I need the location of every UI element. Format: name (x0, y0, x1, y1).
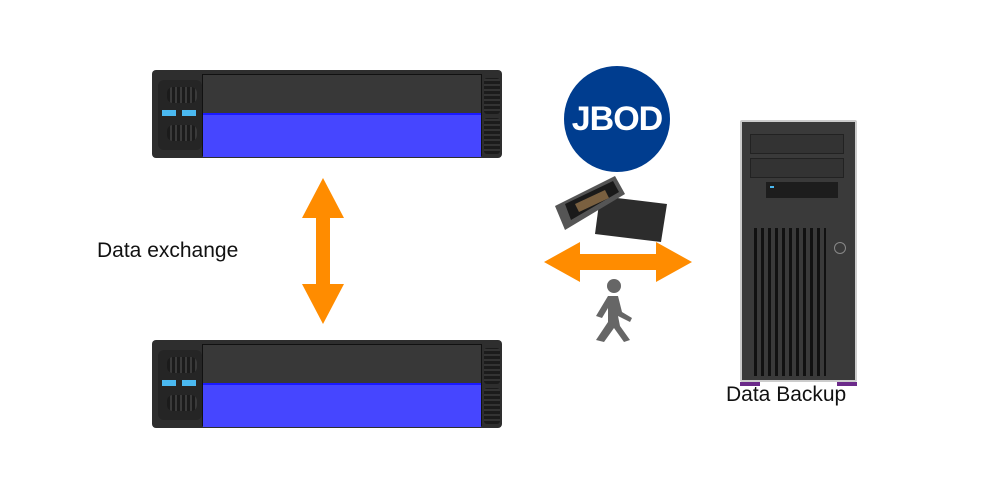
drive-enclosure-top (152, 70, 502, 158)
jbod-label: JBOD (571, 99, 663, 138)
latch-icon (167, 87, 197, 103)
jbod-badge: JBOD (564, 66, 670, 172)
drive-enclosure-bottom (152, 340, 502, 428)
led-indicator (182, 380, 196, 386)
latch-icon (167, 357, 197, 373)
latch-icon (167, 125, 197, 141)
ssd-drives-icon (555, 176, 667, 242)
horizontal-double-arrow-icon (544, 242, 692, 282)
led-indicator (162, 110, 176, 116)
vertical-double-arrow-icon (302, 178, 344, 324)
led-indicator (162, 380, 176, 386)
walking-person-icon (596, 279, 632, 342)
power-button-icon (834, 242, 846, 254)
latch-icon (167, 395, 197, 411)
data-backup-label: Data Backup (726, 383, 847, 406)
led-indicator (182, 110, 196, 116)
data-exchange-label: Data exchange (97, 239, 239, 262)
tower-workstation (740, 120, 857, 386)
